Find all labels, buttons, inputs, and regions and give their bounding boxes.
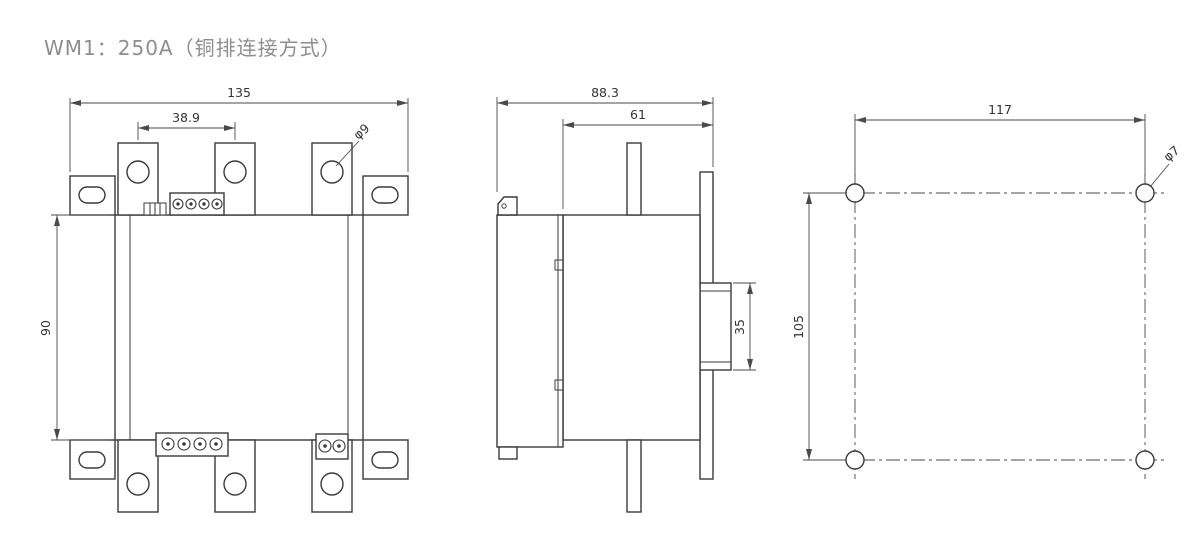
side-view: 88.3 61 35	[496, 85, 756, 513]
latch-pin	[501, 203, 507, 209]
dim-body-depth: 61	[630, 107, 646, 122]
mounting-hole	[845, 450, 865, 470]
mount-slot	[78, 451, 106, 469]
terminal-hole	[320, 160, 344, 184]
side-detail	[554, 259, 564, 271]
leader-line	[1149, 163, 1170, 188]
screw-center	[182, 442, 186, 446]
mounting-hole-view: 117 105 φ7	[791, 102, 1182, 479]
dim-hole-pitch-vertical: 105	[791, 315, 806, 339]
aux-terminal-block-top	[169, 192, 225, 216]
mounting-hole	[1135, 450, 1155, 470]
side-dim-overall-depth: 88.3	[496, 85, 714, 192]
leader-line	[335, 140, 360, 167]
dim-body-height: 90	[38, 320, 53, 336]
din-clip	[699, 282, 732, 371]
mount-slot	[78, 186, 106, 204]
mounting-hole	[845, 183, 865, 203]
terminal-bar-bottom	[626, 439, 642, 513]
body-side-outline	[562, 214, 701, 441]
mount-dim-hole-pitch-vertical: 105	[791, 192, 843, 461]
dim-overall-width: 135	[227, 85, 251, 100]
terminal-hole	[320, 472, 344, 496]
dim-hole-pitch-horizontal: 117	[988, 102, 1012, 117]
screw-center	[198, 442, 202, 446]
dim-clip-height: 35	[732, 319, 747, 335]
terminal-hole	[126, 160, 150, 184]
terminal-hole	[223, 160, 247, 184]
terminal-bar-top	[626, 142, 642, 216]
screw-center	[202, 202, 206, 206]
drawing-title: WM1：250A（铜排连接方式）	[44, 36, 342, 60]
body-outline	[114, 214, 364, 441]
mount-dim-hole-pitch-horizontal: 117	[854, 102, 1146, 177]
terminal-hole	[223, 472, 247, 496]
screw-center	[337, 444, 341, 448]
screw-center	[176, 202, 180, 206]
mount-slot	[371, 186, 399, 204]
front-dim-body-height: 90	[38, 214, 110, 441]
dim-terminal-pitch: 38.9	[172, 110, 200, 125]
terminal-hole	[126, 472, 150, 496]
screw-center	[166, 442, 170, 446]
mount-slot	[371, 451, 399, 469]
side-dim-body-depth: 61	[562, 107, 713, 209]
aux-terminal-block-bottom-left	[155, 432, 229, 457]
handle-latch	[497, 196, 518, 216]
front-dim-terminal-pitch: 38.9	[137, 110, 236, 140]
dim-terminal-hole-dia: φ9	[350, 120, 372, 142]
front-dim-overall-width: 135	[69, 85, 409, 172]
front-view: 135 38.9 φ9 90	[38, 85, 409, 513]
screw-center	[215, 202, 219, 206]
front-cover-side	[496, 214, 564, 448]
mount-hole-dia-callout: φ7	[1149, 142, 1182, 188]
dim-overall-depth: 88.3	[591, 85, 619, 100]
screw-center	[189, 202, 193, 206]
side-detail	[554, 379, 564, 391]
screw-center	[214, 442, 218, 446]
mounting-hole	[1135, 183, 1155, 203]
cover-foot	[498, 446, 518, 460]
dim-mounting-hole-dia: φ7	[1160, 142, 1182, 164]
side-dim-clip-height: 35	[732, 282, 756, 371]
screw-center	[323, 444, 327, 448]
